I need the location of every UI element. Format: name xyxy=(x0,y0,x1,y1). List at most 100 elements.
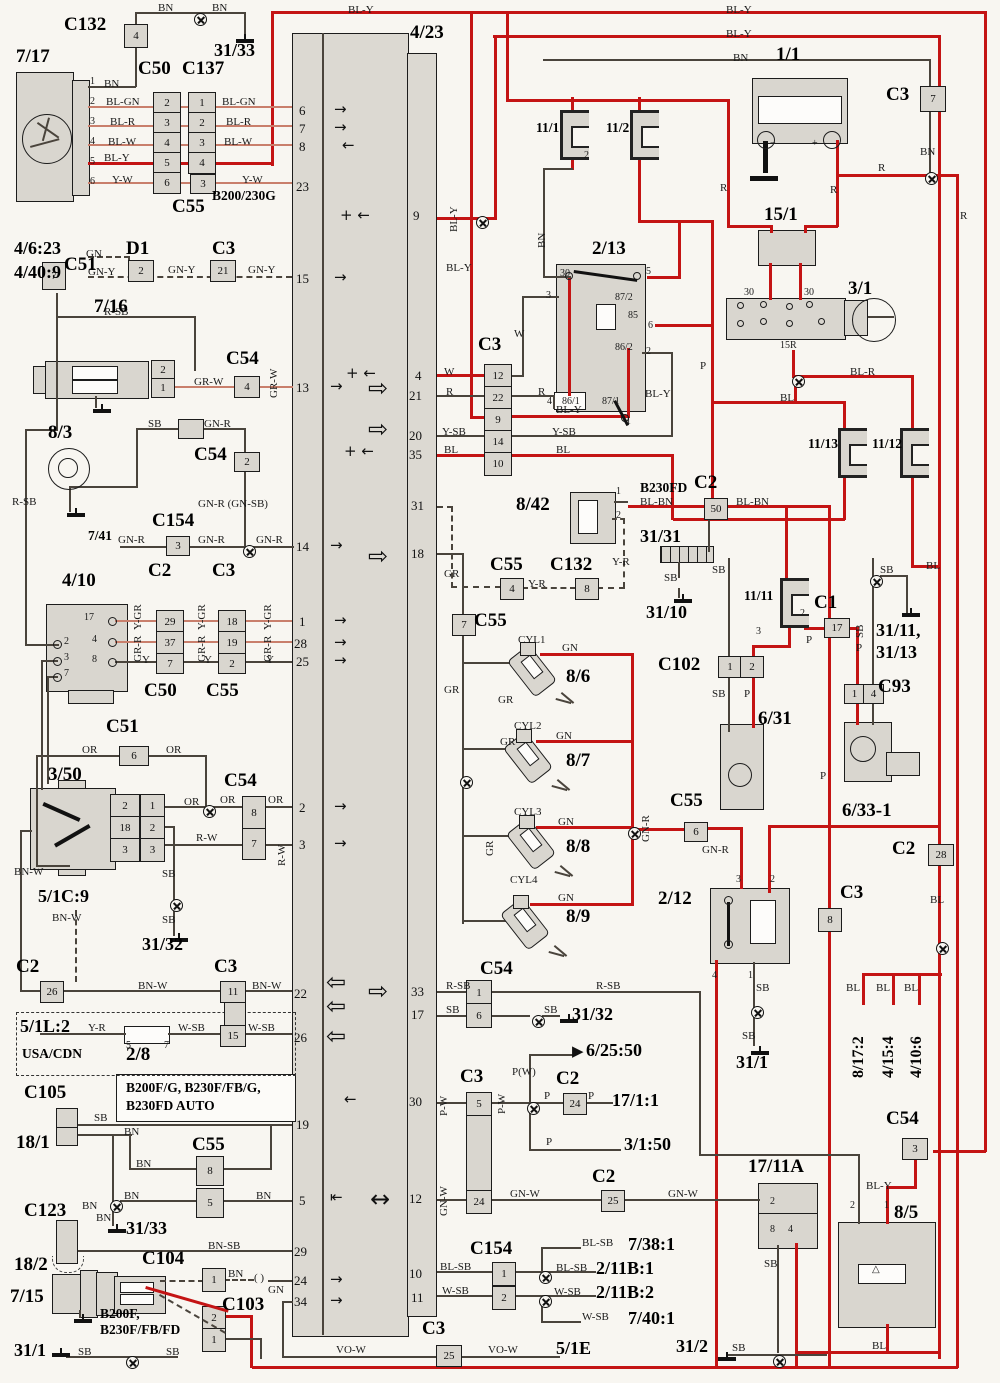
label-sb: SB xyxy=(148,418,162,430)
label-bl: BL xyxy=(780,392,795,404)
injector-tab xyxy=(516,729,532,743)
pin-8: 8 xyxy=(575,578,599,600)
label-bl-y: BL-Y xyxy=(556,404,582,416)
pin-2: 2 xyxy=(492,1286,516,1310)
wire xyxy=(270,1126,272,1170)
label-31-1: 31/1 xyxy=(736,1052,769,1072)
label-p: P xyxy=(544,1090,551,1102)
label-c55: C55 xyxy=(490,554,523,575)
label-c105: C105 xyxy=(24,1082,67,1103)
flow-arrow: + ← xyxy=(340,206,370,224)
label-or: OR xyxy=(184,796,200,808)
wire xyxy=(754,645,790,648)
label-31-2: 31/2 xyxy=(676,1336,709,1356)
bus-pin-8: 8 xyxy=(299,139,306,154)
bus-pin-3: 3 xyxy=(299,837,306,852)
label-vo-w: VO-W xyxy=(488,1344,518,1356)
label-85: 85 xyxy=(628,310,638,321)
wire xyxy=(706,827,742,830)
flow-arrow: ⇤ xyxy=(330,1188,343,1206)
pin-28: 28 xyxy=(928,844,954,866)
label-gr: GR xyxy=(484,840,496,856)
wire xyxy=(529,1103,531,1151)
label-5-1l-2: 5/1L:2 xyxy=(20,1016,71,1036)
wire xyxy=(728,676,730,732)
wire xyxy=(173,826,175,902)
ground-icon xyxy=(236,34,254,44)
label-1: 1 xyxy=(626,416,631,427)
wire xyxy=(36,865,70,867)
wire xyxy=(252,1366,958,1369)
wire xyxy=(655,324,713,327)
label-p-w: P-W xyxy=(438,1095,450,1116)
ground-icon xyxy=(52,1348,70,1358)
label-11-2: 11/2 xyxy=(606,120,630,135)
splice-icon xyxy=(126,1356,139,1369)
wire-dashed xyxy=(75,910,77,982)
wire xyxy=(490,1199,603,1201)
wire xyxy=(956,174,959,1368)
label-c2: C2 xyxy=(556,1068,580,1089)
label-2: 2 xyxy=(850,1200,855,1211)
label-bn: BN xyxy=(136,1158,152,1170)
label-c154: C154 xyxy=(152,510,195,531)
label-8-3: 8/3 xyxy=(48,422,73,443)
wire xyxy=(671,352,673,436)
pin-2: 2 xyxy=(153,92,181,114)
label-cyl1: CYL1 xyxy=(518,634,546,646)
pin-4: 4 xyxy=(500,578,524,600)
label-bn-sb: BN-SB xyxy=(208,1240,241,1252)
flow-arrow: ▶ xyxy=(572,1042,584,1060)
label-p-w: P-W xyxy=(496,1093,508,1114)
label-17: 17 xyxy=(84,612,94,623)
bus-pin-7: 7 xyxy=(299,121,306,136)
label-87-2: 87/2 xyxy=(615,292,633,303)
label-y: Y xyxy=(266,654,274,666)
pin-7: 7 xyxy=(42,262,66,290)
label-w-sb: W-SB xyxy=(554,1286,581,1298)
pin-12: 12 xyxy=(484,364,512,388)
wire xyxy=(543,168,573,170)
wire xyxy=(541,1247,581,1249)
wire xyxy=(614,501,628,503)
wire xyxy=(194,316,196,371)
label-w-sb: W-SB xyxy=(178,1022,205,1034)
label-c55: C55 xyxy=(192,1134,225,1155)
wire xyxy=(911,471,914,567)
wire xyxy=(638,152,641,222)
wire-dashed xyxy=(224,1279,254,1281)
component-box xyxy=(30,788,116,870)
label-r-sb: R-SB xyxy=(596,980,621,992)
label-86-1: 86/1 xyxy=(562,396,580,407)
pin-14: 14 xyxy=(484,430,512,454)
label-sb: SB xyxy=(712,564,726,576)
wire xyxy=(678,562,680,578)
label-r-sb: R-SB xyxy=(12,496,37,508)
pin-2: 2 xyxy=(140,816,165,840)
bus-pin-5: 5 xyxy=(299,1193,306,1208)
label-bl: BL xyxy=(556,444,571,456)
label-bn: BN xyxy=(228,1268,244,1280)
label-sb: SB xyxy=(544,1004,558,1016)
wire xyxy=(224,1315,252,1318)
label-gr: GR xyxy=(444,568,460,580)
pin-25: 25 xyxy=(436,1345,462,1367)
pin-1: 1 xyxy=(466,980,492,1005)
label-b230f-fb-fd: B230F/FB/FD xyxy=(100,1322,181,1337)
wire xyxy=(506,99,730,102)
label-sb: SB xyxy=(712,688,726,700)
bus-pin-23: 23 xyxy=(296,179,309,194)
label-bl-sb: BL-SB xyxy=(556,1262,588,1274)
circle-detail xyxy=(108,658,117,667)
label-1-1: 1/1 xyxy=(776,44,801,65)
splice-icon xyxy=(243,545,256,558)
label-c1: C1 xyxy=(814,592,838,613)
label-4: 4 xyxy=(547,396,552,407)
wire xyxy=(856,627,859,687)
component-box xyxy=(886,752,920,776)
label-c3: C3 xyxy=(422,1318,446,1339)
bus-pin-20: 20 xyxy=(409,428,422,443)
circle-detail xyxy=(58,458,78,478)
label-c103: C103 xyxy=(222,1294,265,1315)
flow-arrow: → xyxy=(334,651,347,669)
